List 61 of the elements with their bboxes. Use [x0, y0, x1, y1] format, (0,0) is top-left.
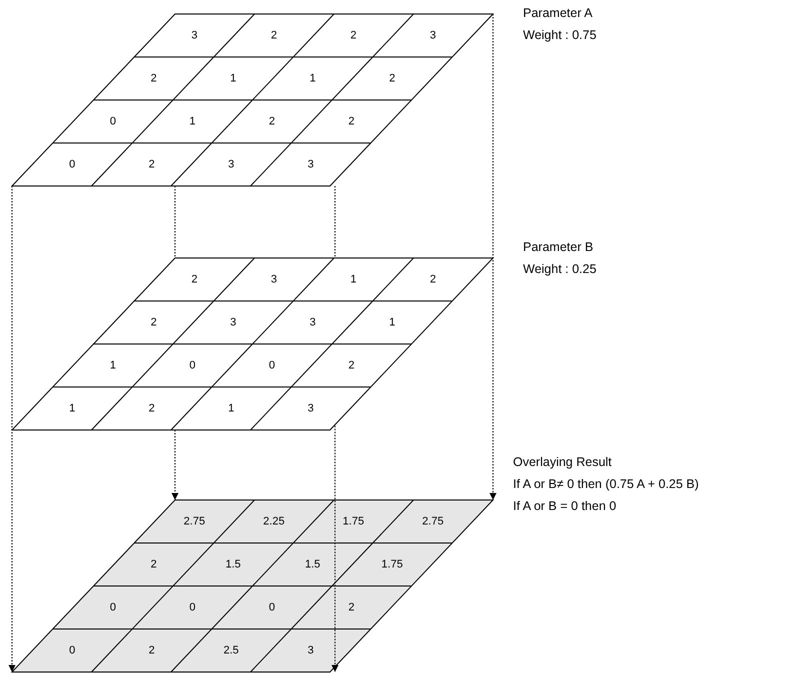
projection-arrow: [332, 425, 338, 672]
cell-value: 2: [150, 559, 157, 570]
cell-value: 1: [310, 73, 316, 84]
layer-note: Weight : 0.75: [523, 28, 596, 43]
cell-value: 2: [148, 159, 155, 170]
layer-note: If A or B = 0 then 0: [513, 499, 616, 514]
cell-value: 2: [350, 30, 356, 41]
cell-value: 1.75: [381, 559, 403, 570]
cell-value: 2: [148, 645, 155, 656]
cell-value: 1: [69, 403, 76, 414]
cell-value: 0: [69, 159, 76, 170]
cell-value: 2.75: [184, 516, 206, 527]
cell-value: 3: [308, 645, 314, 656]
cell-value: 0: [110, 116, 116, 127]
cell-value: 3: [228, 159, 234, 170]
cell-value: 1: [230, 73, 236, 84]
cell-value: 3: [230, 317, 236, 328]
cell-value: 3: [430, 30, 436, 41]
cell-value: 0: [69, 645, 76, 656]
cell-value: 0: [110, 602, 116, 613]
cell-value: 2: [150, 317, 157, 328]
projection-arrow: [8, 186, 16, 672]
cell-value: 3: [310, 317, 316, 328]
cell-value: 2: [430, 274, 436, 285]
cell-value: 1: [189, 116, 196, 127]
layer-title: Overlaying Result: [513, 455, 612, 470]
cell-value: 3: [308, 403, 314, 414]
cell-value: 1: [228, 403, 234, 414]
cell-value: 0: [268, 360, 275, 371]
layer-note: If A or B≠ 0 then (0.75 A + 0.25 B): [513, 477, 699, 492]
cell-value: 0: [189, 360, 196, 371]
cell-value: 2: [348, 116, 354, 127]
cell-value: 2: [191, 274, 198, 285]
cell-value: 3: [308, 159, 314, 170]
cell-value: 2: [150, 73, 157, 84]
cell-value: 3: [270, 274, 277, 285]
cell-value: 1.5: [304, 559, 320, 570]
projection-arrow: [490, 14, 496, 500]
cell-value: 1: [350, 274, 356, 285]
cell-value: 1: [389, 317, 396, 328]
layer-title: Parameter A: [523, 6, 592, 21]
projection-arrow: [172, 430, 178, 500]
cell-value: 1.75: [342, 516, 364, 527]
cell-value: 2.75: [422, 516, 444, 527]
projection-line: [334, 186, 336, 258]
layer-title: Parameter B: [523, 240, 594, 255]
cell-value: 2.25: [263, 516, 285, 527]
cell-value: 2: [348, 360, 354, 371]
cell-value: 2: [389, 73, 396, 84]
projection-line: [174, 186, 176, 258]
cell-value: 1: [110, 360, 116, 371]
cell-value: 0: [189, 602, 196, 613]
cell-value: 0: [268, 602, 275, 613]
cell-value: 2.5: [223, 645, 239, 656]
cell-value: 3: [191, 30, 198, 41]
cell-value: 2: [148, 403, 155, 414]
cell-value: 2: [270, 30, 277, 41]
cell-value: 1.5: [225, 559, 241, 570]
layer-note: Weight : 0.25: [523, 262, 596, 277]
cell-value: 2: [348, 602, 354, 613]
cell-value: 2: [268, 116, 275, 127]
